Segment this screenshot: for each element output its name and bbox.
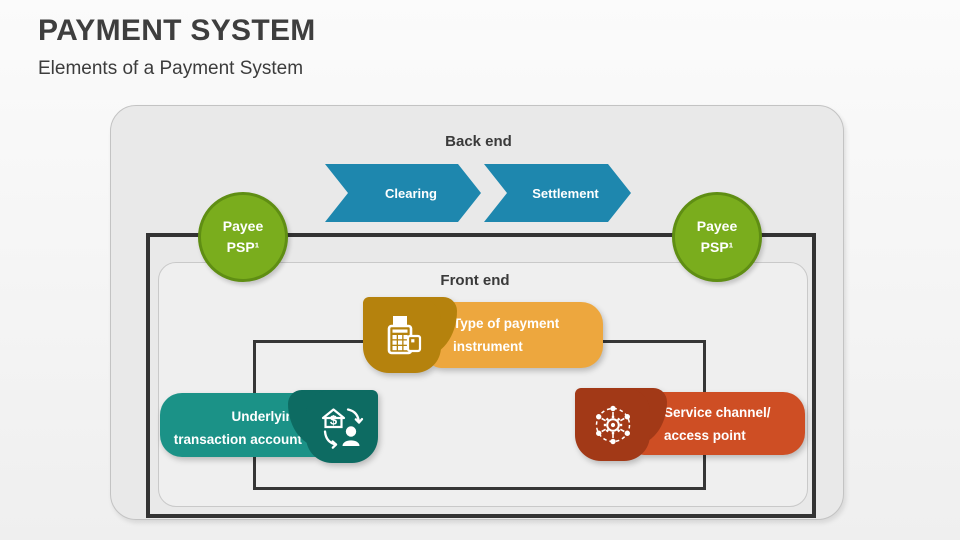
process-step-label: Clearing: [384, 185, 437, 201]
element-payment-instrument: Type of payment instrument: [363, 297, 603, 373]
page-title: PAYMENT SYSTEM: [38, 14, 316, 47]
psp-node-line2: PSP¹: [700, 239, 734, 255]
svg-text:$: $: [330, 412, 338, 427]
process-step-label: Settlement: [532, 185, 599, 201]
process-step-clearing: Clearing: [325, 164, 481, 222]
network-hub-icon: [575, 388, 650, 461]
backend-frame: [146, 233, 816, 518]
page-subtitle: Elements of a Payment System: [38, 58, 304, 79]
bank-exchange-icon: $: [306, 390, 378, 463]
payee-psp-node-left: Payee PSP¹: [198, 192, 288, 282]
element-label-line1: Type of payment: [453, 316, 560, 331]
element-transaction-account: Underlying transaction account $: [160, 390, 378, 464]
element-label-line2: instrument: [453, 339, 523, 354]
element-service-channel: Service channel/ access point: [575, 388, 805, 462]
element-label-line2: transaction account: [173, 432, 302, 447]
element-label-line1: Service channel/: [664, 405, 771, 420]
element-label-line1: Underlying: [231, 409, 302, 424]
backend-label: Back end: [445, 133, 512, 150]
pos-terminal-icon: [363, 297, 441, 373]
psp-node-line1: Payee: [696, 218, 738, 234]
element-label-line2: access point: [664, 428, 746, 443]
frontend-label: Front end: [440, 272, 510, 289]
psp-node-line1: Payee: [222, 218, 264, 234]
payee-psp-node-right: Payee PSP¹: [672, 192, 762, 282]
psp-node-line2: PSP¹: [226, 239, 260, 255]
process-step-settlement: Settlement: [484, 164, 631, 222]
